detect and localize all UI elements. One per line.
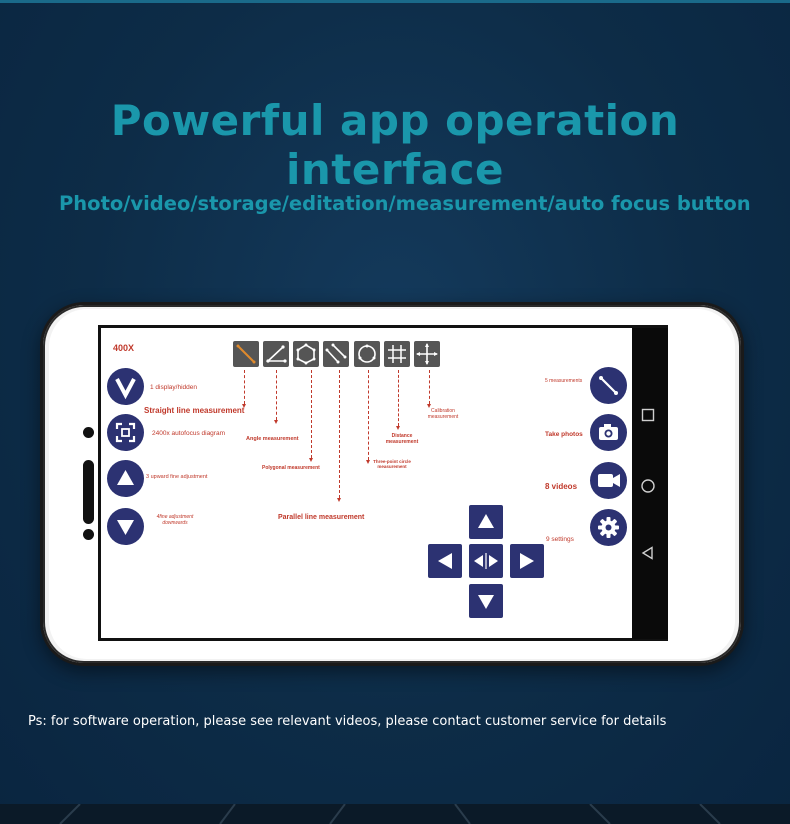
label-calibration: Calibration measurement [427, 408, 459, 420]
v-logo-icon [115, 378, 136, 400]
measure-line-icon [599, 376, 618, 395]
label-settings: 9 settings [546, 536, 574, 543]
label-distance: Distance measurement [385, 433, 419, 445]
grid-icon [388, 345, 406, 363]
take-photo-button[interactable] [590, 414, 627, 451]
polygon-tool[interactable] [293, 341, 319, 367]
autofocus-button[interactable] [107, 414, 144, 451]
annotation-line [396, 370, 400, 430]
dpad-left-button[interactable] [428, 544, 462, 578]
angle-tool[interactable] [263, 341, 289, 367]
footer-note: Ps: for software operation, please see r… [28, 714, 667, 729]
phone-sensor-dot [83, 529, 94, 540]
label-take-photos: Take photos [545, 431, 583, 438]
arrow-down-icon [478, 595, 494, 609]
phone-camera-dot [83, 427, 94, 438]
straight-line-icon [236, 344, 256, 364]
label-parallel: Parallel line measurement [278, 514, 365, 521]
recent-apps-icon[interactable] [641, 408, 655, 425]
arrow-up-icon [478, 514, 494, 528]
parallel-lines-icon [325, 343, 347, 364]
fine-down-button[interactable] [107, 508, 144, 545]
settings-button[interactable] [590, 509, 627, 546]
polygon-icon [296, 343, 316, 365]
label-upward-fine: 3 upward fine adjustment [146, 474, 208, 480]
dpad-up-button[interactable] [469, 505, 503, 539]
label-three-point-circle: Three-point circle measurement [373, 459, 411, 469]
arrow-right-icon [520, 553, 534, 569]
distance-tool[interactable] [384, 341, 410, 367]
circle-icon [358, 344, 376, 363]
label-display-hidden: 1 display/hidden [150, 384, 197, 391]
page-title: Powerful app operation interface [110, 96, 680, 194]
annotation-line [366, 370, 370, 464]
label-angle: Angle measurement [246, 436, 299, 442]
home-icon[interactable] [640, 478, 656, 497]
arrow-left-icon [438, 553, 452, 569]
video-camera-icon [598, 474, 620, 487]
annotation-line [274, 370, 278, 424]
triangle-down-icon [117, 520, 134, 535]
annotation-line [337, 370, 341, 502]
dpad-center-button[interactable] [469, 544, 503, 578]
android-nav-bar [632, 328, 668, 639]
app-screen [98, 325, 668, 641]
focus-frame-icon [115, 422, 136, 443]
label-fine-down: 4fine adjustment downwards [156, 514, 194, 526]
top-divider [0, 0, 790, 3]
bottom-decoration [0, 804, 790, 824]
calibration-tool[interactable] [414, 341, 440, 367]
label-straight-line: Straight line measurement [144, 406, 245, 415]
phone-speaker [83, 460, 94, 524]
circle-tool[interactable] [354, 341, 380, 367]
fine-up-button[interactable] [107, 460, 144, 497]
gear-icon [598, 517, 619, 538]
annotation-line [309, 370, 313, 462]
label-autofocus: 2400x autofocus diagram [152, 430, 225, 437]
crosshair-icon [416, 343, 438, 365]
dpad-down-button[interactable] [469, 584, 503, 618]
annotation-line [427, 370, 431, 408]
lines-decoration-icon [59, 804, 721, 824]
left-right-arrows-icon [474, 553, 498, 569]
zoom-level: 400X [113, 343, 135, 353]
label-measurements: 5 measurements [545, 378, 583, 384]
label-polygonal: Polygonal measurement [262, 465, 320, 471]
dpad-right-button[interactable] [510, 544, 544, 578]
record-video-button[interactable] [590, 462, 627, 499]
triangle-up-icon [117, 470, 134, 485]
camera-icon [599, 424, 618, 440]
display-toggle-button[interactable] [107, 368, 144, 405]
parallel-line-tool[interactable] [323, 341, 349, 367]
measurements-button[interactable] [590, 367, 627, 404]
straight-line-tool[interactable] [233, 341, 259, 367]
back-icon[interactable] [641, 546, 655, 563]
annotation-line [242, 370, 246, 408]
label-videos: 8 videos [545, 482, 578, 491]
page-subtitle: Photo/video/storage/editation/measuremen… [59, 192, 751, 215]
angle-icon [265, 345, 287, 363]
